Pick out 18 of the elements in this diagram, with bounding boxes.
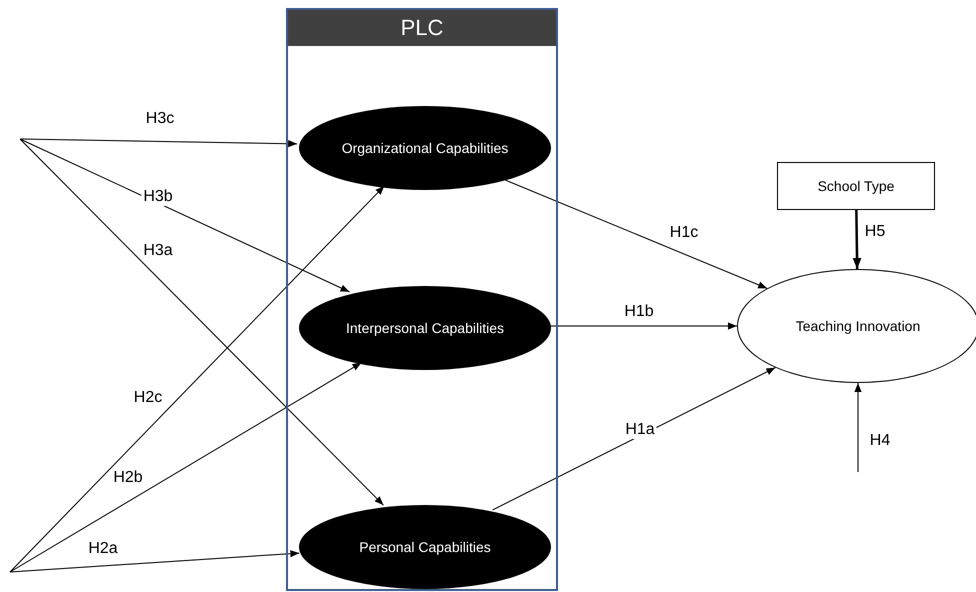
arrow [852, 210, 862, 270]
arrow [20, 138, 384, 506]
construct-ellipse: Personal Capabilities [299, 505, 551, 589]
arrow [492, 367, 776, 510]
construct-ellipse: Organizational Capabilities [299, 106, 551, 190]
arrow [548, 322, 738, 330]
variable-box: School Type [777, 162, 935, 210]
arrow [10, 362, 362, 572]
construct-ellipse: Interpersonal Capabilities [299, 286, 551, 370]
arrow [854, 382, 862, 472]
outcome-ellipse: Teaching Innovation [737, 269, 976, 383]
arrow [20, 138, 298, 148]
panel-header: PLC [288, 10, 556, 46]
group-panel [286, 8, 558, 591]
arrow [10, 550, 300, 572]
arrow [20, 138, 350, 292]
arrow [10, 185, 385, 572]
edge-label: H3b [141, 188, 175, 206]
